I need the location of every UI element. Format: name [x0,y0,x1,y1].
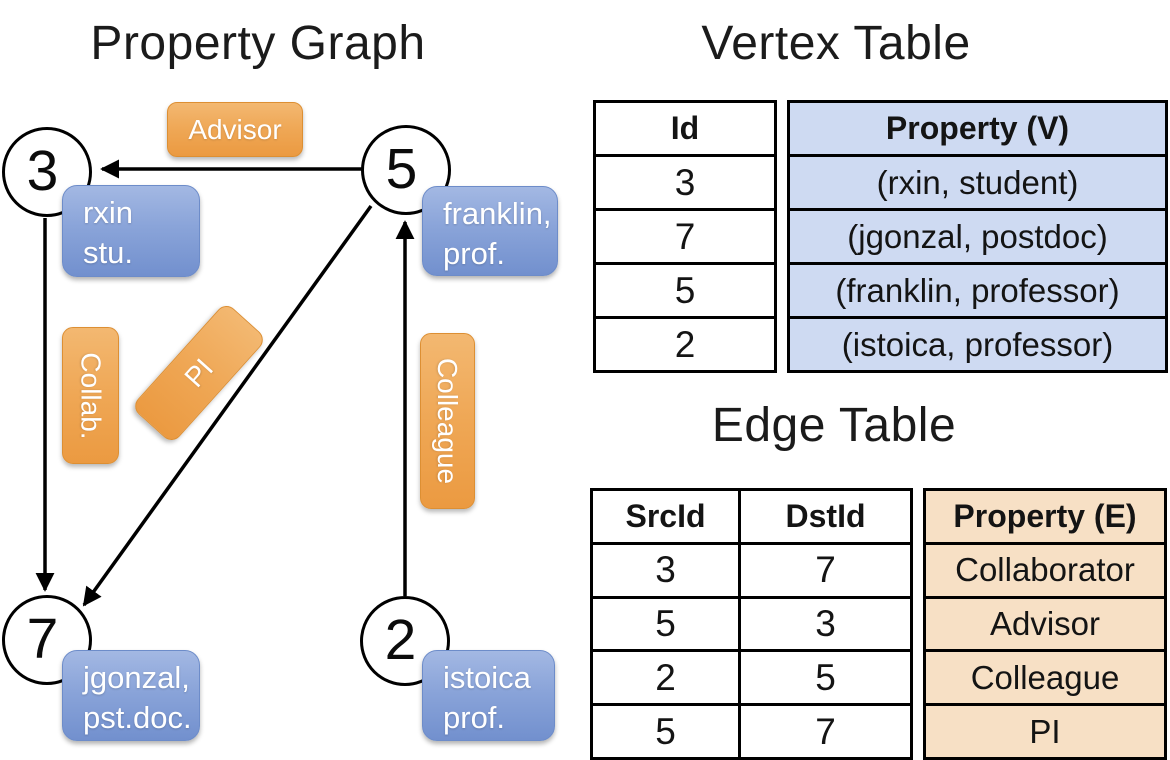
vertex-property-box-istoica: istoica prof. [422,650,555,741]
vertex-table-cell-property: (istoica, professor) [790,316,1165,370]
vertex-table-cell-property: (rxin, student) [790,154,1165,208]
vertex-node-5: 5 [361,125,451,215]
edge-table-cell-property: Collaborator [926,541,1164,596]
edge-label-advisor: Advisor [167,102,303,157]
column-header-property-e: Property (E) [926,491,1164,542]
vertex-id-label: 3 [26,139,59,203]
vertex-table-cell-property: (franklin, professor) [790,262,1165,316]
vertex-id-label: 2 [384,608,417,672]
vertex-table-cell-id: 5 [596,262,774,316]
edge-table-cell-property: Colleague [926,649,1164,704]
vertex-property-line: jgonzal, [83,660,190,695]
vertex-property-line: prof. [443,236,506,272]
edge-table-cell-property: PI [926,703,1164,757]
column-header-property-v: Property (V) [790,103,1165,154]
edge-label-text: PI [178,352,220,393]
edge-label-colleague: Colleague [420,333,475,509]
vertex-table-cell-property: (jgonzal, postdoc) [790,208,1165,262]
edge-table-cell-dst: 7 [815,549,836,591]
vertex-property-line: prof. [443,700,506,736]
column-header-id: Id [670,110,700,146]
vertex-property-line: pst.doc. [83,700,192,736]
edge-table-title: Edge Table [711,399,957,452]
vertex-property-box-franklin: franklin, prof. [422,186,558,276]
edge-label-text: Colleague [432,357,464,485]
vertex-property-line: franklin, [443,196,552,231]
vertex-property-line: rxin [83,195,133,230]
column-header-dstid: DstId [785,497,866,534]
edge-label-text: Advisor [188,113,282,145]
vertex-table-property-column: Property (V) (rxin, student) (jgonzal, p… [787,100,1168,373]
edge-table-cell-src: 3 [593,544,741,596]
vertex-id-label: 7 [26,607,59,671]
edge-table-header-row: SrcId DstId [593,491,910,542]
edge-table-row: 5 3 [593,595,910,650]
vertex-id-label: 5 [385,137,418,201]
edge-table-cell-src: 5 [593,598,741,650]
vertex-table-cell-id: 3 [596,154,774,208]
edge-table-property-column: Property (E) Collaborator Advisor Collea… [923,488,1167,760]
edge-table-row: 3 7 [593,541,910,596]
edge-table-row: 5 7 [593,703,910,757]
vertex-property-box-rxin: rxin stu. [62,185,200,277]
vertex-node-2: 2 [360,596,450,686]
edge-table-cell-dst: 7 [815,710,836,752]
edge-table-cell-dst: 5 [815,656,836,698]
edge-table-cell-dst: 3 [815,602,836,644]
edge-table-cell-property: Advisor [926,595,1164,650]
vertex-table-cell-id: 2 [596,316,774,370]
edge-table-id-columns: SrcId DstId 3 7 5 3 2 5 5 7 [590,488,913,760]
edge-table-row: 2 5 [593,649,910,704]
edge-table-cell-src: 2 [593,652,741,704]
vertex-property-line: stu. [83,235,133,271]
column-header-srcid: SrcId [593,491,741,542]
edge-arrow-pi-5-to-7 [82,204,373,607]
vertex-property-box-jgonzal: jgonzal, pst.doc. [62,650,200,741]
edge-label-collab: Collab. [62,327,119,464]
vertex-property-line: istoica [443,660,531,695]
vertex-table-id-column: Id 3 7 5 2 [593,100,777,373]
edge-table-cell-src: 5 [593,706,741,757]
edge-label-text: Collab. [75,351,107,440]
vertex-table-cell-id: 7 [596,208,774,262]
graph-edges-layer [35,159,415,607]
vertex-table-title: Vertex Table [701,17,971,70]
graph-title: Property Graph [90,17,426,70]
